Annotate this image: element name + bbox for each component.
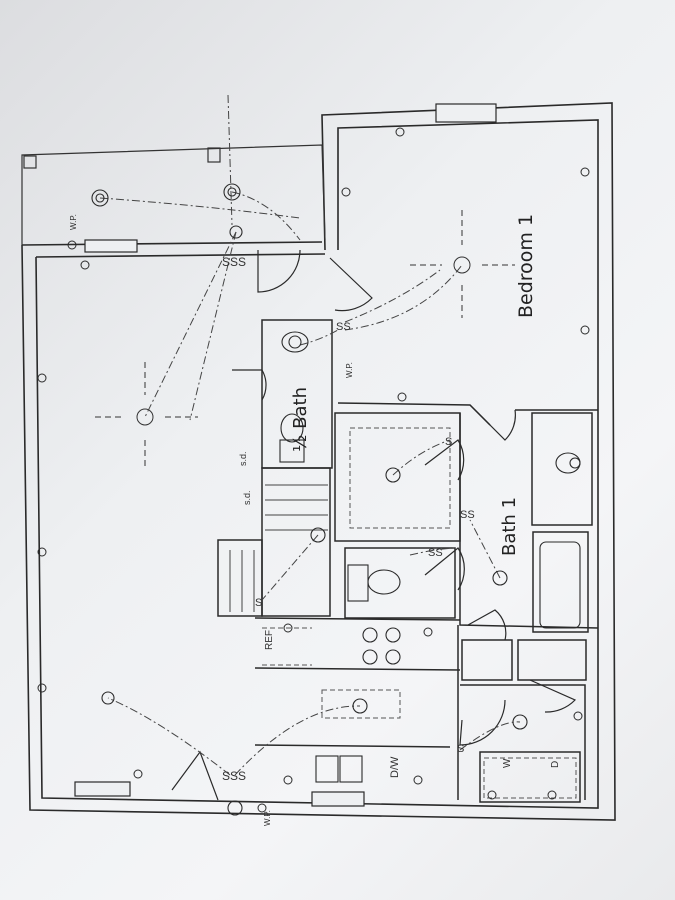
svg-text:SS: SS bbox=[460, 509, 475, 521]
fixtures bbox=[279, 331, 581, 783]
dishwasher-label: D/W bbox=[389, 756, 401, 778]
room-label-bedroom: Bedroom 1 bbox=[515, 214, 537, 318]
dryer-label: D bbox=[550, 761, 561, 768]
switch-symbols: SSS SS SS SS SSS S S S bbox=[222, 255, 475, 783]
wiring-runs bbox=[99, 94, 521, 776]
interior-walls bbox=[217, 319, 599, 803]
svg-text:S: S bbox=[457, 743, 464, 755]
wp-label-patio: W.P. bbox=[69, 214, 78, 230]
windows bbox=[74, 103, 497, 807]
svg-text:SS: SS bbox=[428, 547, 443, 559]
light-fixtures bbox=[91, 183, 581, 816]
svg-text:S: S bbox=[445, 436, 452, 448]
smoke-detector-label-2: s.d. bbox=[238, 451, 248, 466]
wall-outlets bbox=[37, 127, 590, 813]
patio-outline bbox=[21, 144, 326, 245]
room-label-half-bath: ½ Bath bbox=[290, 387, 311, 452]
closet-shelving bbox=[262, 427, 577, 799]
stair-treads bbox=[229, 484, 328, 612]
svg-text:SSS: SSS bbox=[222, 255, 246, 269]
svg-text:SS: SS bbox=[336, 321, 351, 333]
svg-text:SSS: SSS bbox=[222, 769, 246, 783]
refrigerator-label: REF bbox=[264, 630, 275, 650]
ceiling-fans bbox=[95, 210, 515, 470]
svg-text:S: S bbox=[255, 597, 262, 609]
wp-label-entry: W.P. bbox=[263, 810, 272, 826]
exterior-walls bbox=[21, 102, 616, 821]
room-label-bath: Bath 1 bbox=[499, 497, 520, 556]
door-swings bbox=[171, 249, 577, 801]
wp-label-bath: W.P. bbox=[345, 362, 354, 378]
smoke-detector-label: s.d. bbox=[242, 490, 252, 505]
washer-label: W bbox=[502, 758, 513, 768]
